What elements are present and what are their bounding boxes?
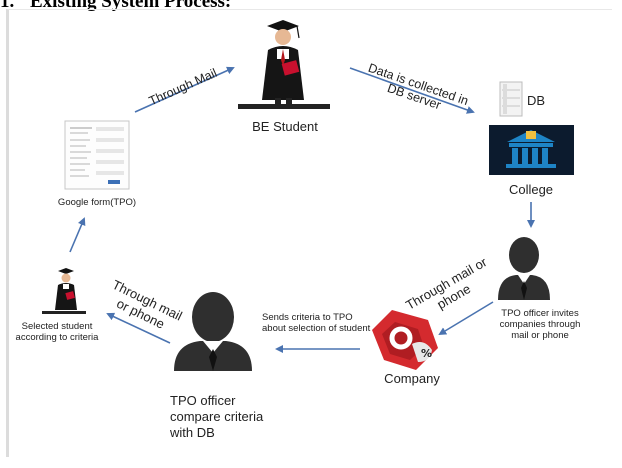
arrow-tpo-to-company xyxy=(438,301,494,336)
tpo-officer-bottom-icon xyxy=(174,292,252,371)
be-student-label: BE Student xyxy=(252,119,318,134)
flow-arrows xyxy=(69,66,535,353)
tpo-officer-right-icon xyxy=(498,237,550,300)
google-form-document-icon xyxy=(64,120,130,190)
arrow-selected-to-form xyxy=(69,217,86,253)
selected-student-icon xyxy=(42,268,86,314)
db-label: DB xyxy=(527,93,546,108)
google-form-label: Google form(TPO) xyxy=(57,197,137,208)
tpo-invites-label: TPO officer invites companies through ma… xyxy=(499,308,581,341)
college-building-icon xyxy=(489,125,574,175)
selected-student-label: Selected student according to criteria xyxy=(15,321,99,343)
arrow-student-to-db xyxy=(349,67,475,114)
tpo-compare-label: TPO officer compare criteria with DB xyxy=(170,393,264,440)
graduate-student-icon xyxy=(238,20,330,109)
college-label: College xyxy=(508,182,554,197)
edge-label-sends-criteria: Sends criteria to TPO about selection of… xyxy=(262,312,371,334)
database-icon xyxy=(499,81,523,117)
company-tag-icon: % xyxy=(372,310,438,370)
arrow-tpo-to-selected xyxy=(106,312,171,344)
company-label: Company xyxy=(384,371,440,386)
diagram-frame xyxy=(6,9,612,457)
svg-text:%: % xyxy=(421,347,432,360)
arrow-form-to-student xyxy=(134,66,235,113)
